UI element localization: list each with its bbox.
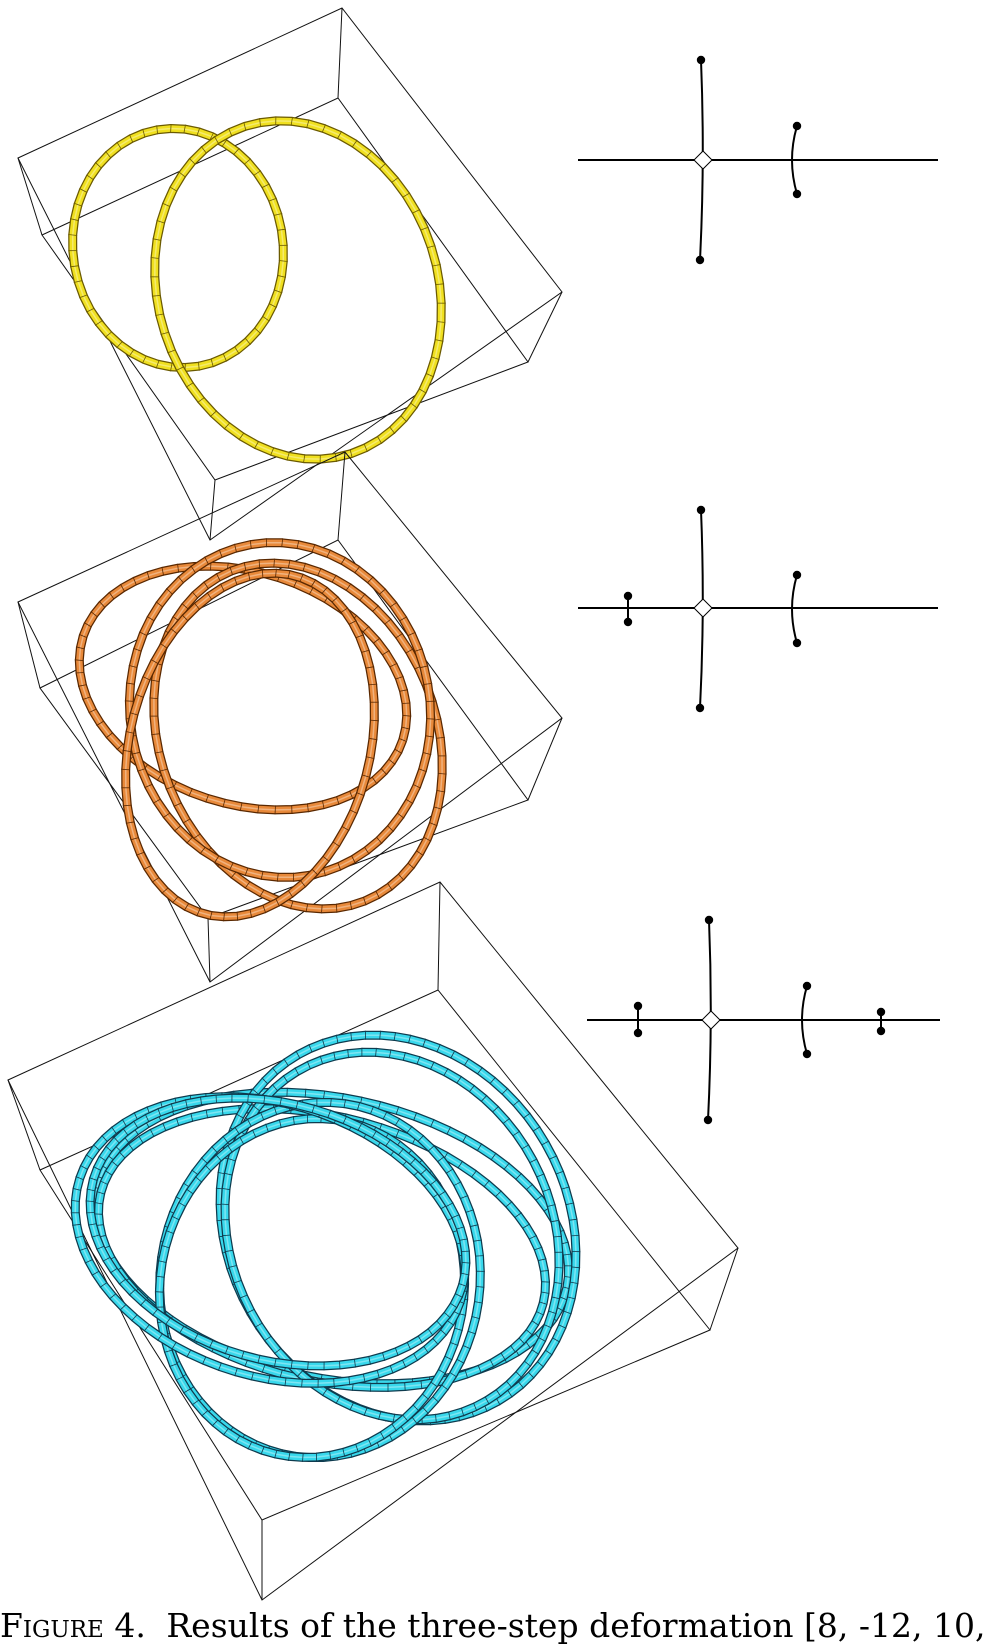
box-bottom-face: [42, 98, 528, 480]
tube-segment-joint: [340, 1361, 341, 1370]
tube-body: [129, 543, 430, 878]
tube-segment-joint: [171, 124, 172, 133]
panel-3: [8, 882, 940, 1600]
box-top-face: [8, 882, 738, 1600]
branch-endpoint-dot: [624, 592, 632, 600]
tube-curve-3: [71, 1031, 581, 1462]
origin-diamond: [702, 1011, 720, 1029]
branch-endpoint-dot: [697, 56, 705, 64]
box-edge: [710, 1248, 738, 1330]
branch-endpoint-dot: [697, 506, 705, 514]
tube-segment-joint: [571, 1235, 580, 1236]
tube-segment-joint: [336, 904, 337, 913]
branch-endpoint-dot: [696, 256, 704, 264]
branch-endpoint-dot: [696, 704, 704, 712]
figure-label: Figure 4.: [0, 1606, 146, 1645]
spectral-diagram-2: [578, 506, 938, 712]
box-edge: [528, 292, 562, 362]
box-edge: [338, 452, 345, 540]
bounding-box-3: [8, 882, 738, 1600]
branch-endpoint-dot: [704, 1116, 712, 1124]
box-edge: [8, 1080, 40, 1170]
branch-endpoint-dot: [705, 916, 713, 924]
panel-2: [18, 452, 938, 982]
figure-caption: Figure 4. Results of the three-step defo…: [0, 1606, 990, 1650]
branch-endpoint-dot: [624, 618, 632, 626]
tube-segment-joint: [405, 1382, 406, 1391]
tube-highlight: [155, 121, 441, 459]
tube-segment-joint: [216, 1095, 217, 1104]
box-edge: [18, 602, 40, 688]
branch-endpoint-dot: [793, 122, 801, 130]
spectral-diagram-3: [587, 916, 940, 1124]
tube-body: [155, 121, 441, 459]
tube-segment-joint: [262, 569, 263, 578]
tube-segment-joint: [402, 703, 411, 704]
tube-segment-joint: [475, 1256, 484, 1257]
origin-diamond: [694, 151, 712, 169]
tube-outline: [155, 121, 441, 459]
tube-segment-joint: [370, 1383, 371, 1392]
branch-endpoint-dot: [877, 1008, 885, 1016]
branch-endpoint-dot: [634, 1002, 642, 1010]
box-edge: [210, 480, 215, 540]
origin-diamond: [694, 599, 712, 617]
branch-endpoint-dot: [793, 571, 801, 579]
box-edge: [18, 158, 42, 235]
box-edge: [208, 918, 210, 982]
tube-segment-joint: [334, 1378, 335, 1387]
branch-endpoint-dot: [877, 1027, 885, 1035]
tube-curve-2: [75, 538, 447, 921]
branch-endpoint-dot: [793, 639, 801, 647]
figure-canvas: [0, 0, 990, 1610]
branch-endpoint-dot: [803, 1050, 811, 1058]
panel-1: [18, 8, 938, 540]
box-edge: [338, 8, 342, 98]
tube-segment-joint: [237, 912, 238, 921]
tube-segment-joint: [155, 1292, 164, 1293]
spectral-diagram-1: [578, 56, 938, 264]
tube-segment-joint: [259, 559, 260, 568]
tube-segment-joint: [275, 805, 276, 814]
branch-endpoint-dot: [803, 982, 811, 990]
tube-segment-joint: [76, 673, 85, 674]
branch-endpoint-dot: [793, 190, 801, 198]
tube-curve-1: [68, 116, 445, 463]
box-edge: [438, 882, 440, 990]
branch-endpoint-dot: [634, 1029, 642, 1037]
figure-caption-text: Results of the three-step deformation [8…: [166, 1606, 990, 1645]
